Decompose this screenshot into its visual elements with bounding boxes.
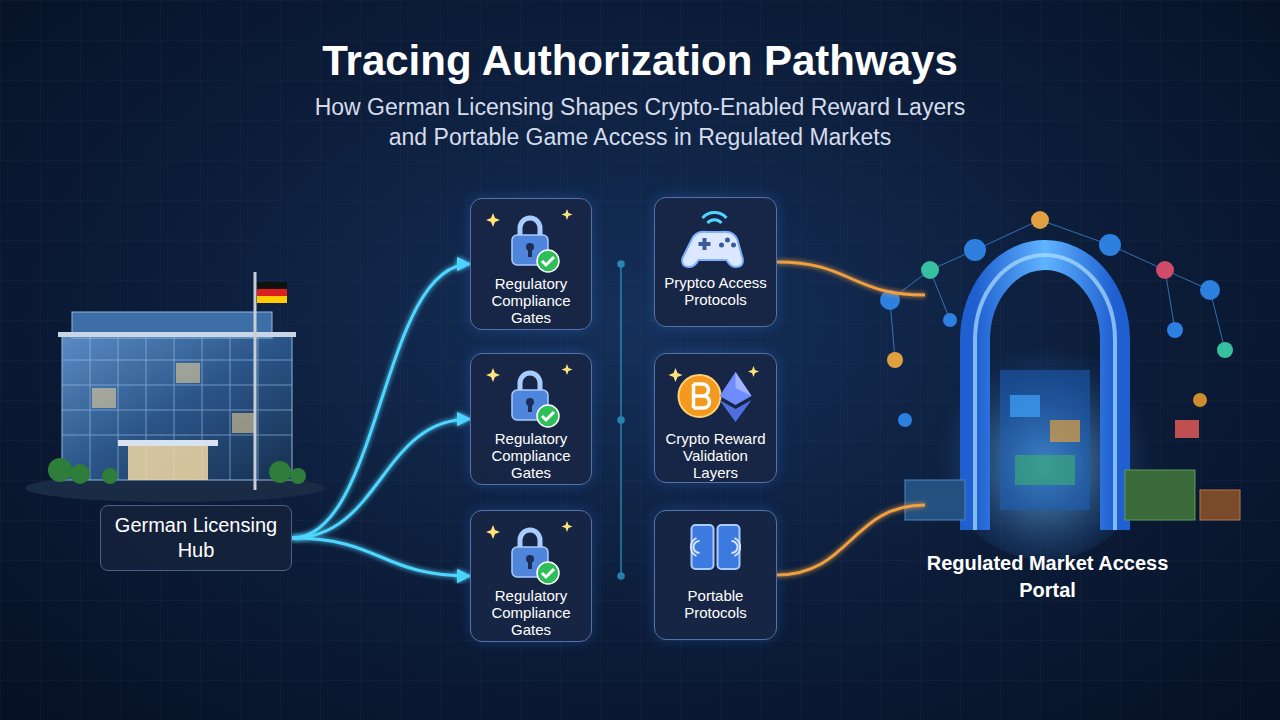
gate-node: Regulatory Compliance Gates bbox=[470, 353, 592, 485]
pad-icon bbox=[655, 198, 774, 274]
node-label: Crypto Reward Validation Layers bbox=[661, 430, 770, 481]
lock-icon bbox=[471, 354, 589, 430]
phones-icon bbox=[655, 511, 774, 587]
flow-connector bbox=[777, 262, 925, 295]
node-label: Regulatory Compliance Gates bbox=[477, 275, 585, 326]
node-label: Portable Protocols bbox=[661, 587, 770, 621]
gate-node: Regulatory Compliance Gates bbox=[470, 198, 592, 330]
proto-node: Pryptco Access Protocols bbox=[654, 197, 777, 327]
node-label: Regulatory Compliance Gates bbox=[477, 587, 585, 638]
flow-connector bbox=[292, 264, 470, 538]
portal-node: Regulated Market Access Portal bbox=[925, 225, 1170, 610]
node-label: Regulatory Compliance Gates bbox=[477, 430, 585, 481]
lock-icon bbox=[471, 511, 589, 587]
flow-connector bbox=[777, 505, 925, 575]
gate-node: Regulatory Compliance Gates bbox=[470, 510, 592, 642]
proto-node: Portable Protocols bbox=[654, 510, 777, 640]
hub-node: German Licensing Hub bbox=[100, 505, 292, 571]
proto-node: Crypto Reward Validation Layers bbox=[654, 353, 777, 483]
flow-connector bbox=[592, 575, 654, 578]
flow-connector bbox=[292, 419, 470, 538]
node-label: Regulated Market Access Portal bbox=[925, 550, 1170, 604]
flow-connector bbox=[292, 538, 470, 576]
node-label: Pryptco Access Protocols bbox=[661, 274, 770, 308]
lock-icon bbox=[471, 199, 589, 275]
coins-icon bbox=[655, 354, 774, 430]
flow-connector bbox=[592, 263, 654, 266]
portal-arch bbox=[905, 255, 1240, 560]
building-illustration bbox=[25, 272, 325, 502]
node-label: German Licensing Hub bbox=[111, 513, 281, 563]
flow-connector bbox=[592, 418, 654, 421]
diagram-caption: How German Licensing Shapes Crypto-Enabl… bbox=[300, 92, 980, 152]
flow-connector bbox=[777, 417, 925, 420]
diagram-title: Tracing Authorization Pathways bbox=[0, 36, 1280, 86]
